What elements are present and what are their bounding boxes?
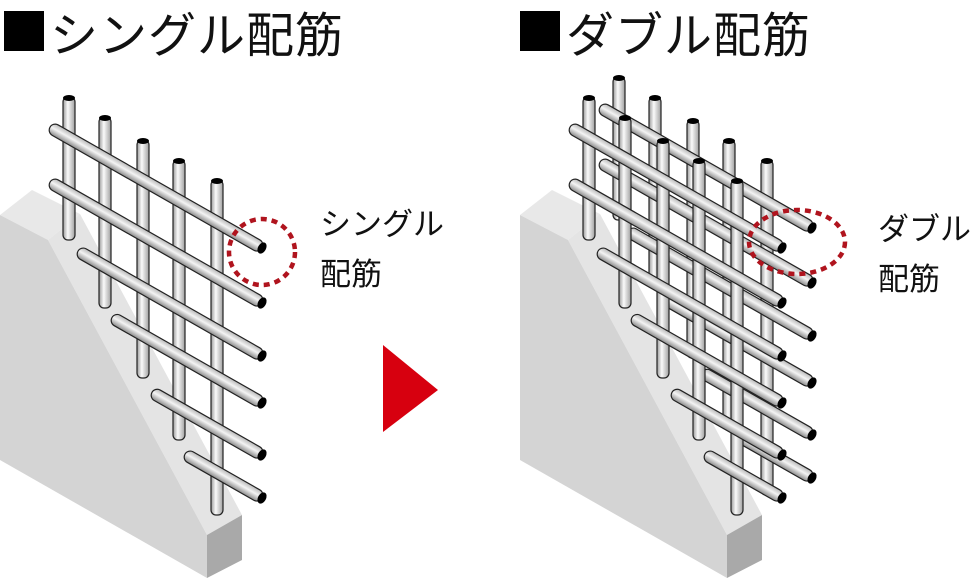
rebar-end-cap <box>137 138 149 144</box>
rebar-end-cap <box>777 350 787 362</box>
highlight-circle <box>226 216 298 288</box>
rebar-end-cap <box>761 158 773 164</box>
double-label-line1: ダブル <box>878 212 971 248</box>
vertical-rebar <box>582 96 596 241</box>
vertical-rebar <box>62 96 76 241</box>
rebar-end-cap <box>257 492 267 504</box>
rebar-end-cap <box>257 297 267 309</box>
rebar-end-cap <box>807 277 817 289</box>
wall-front-face <box>520 215 727 578</box>
rebar-end-cap <box>723 138 735 144</box>
rebar-end-cap <box>99 115 111 121</box>
double-label-line2: 配筋 <box>878 262 940 298</box>
rebar-end-cap <box>657 138 669 144</box>
rebar-end-cap <box>777 492 787 504</box>
rebar-end-cap <box>257 350 267 362</box>
rebar-end-cap <box>257 397 267 409</box>
rebar-end-cap <box>777 449 787 461</box>
rebar-end-cap <box>693 158 705 164</box>
highlight-circle <box>746 207 848 277</box>
rebar-end-cap <box>777 297 787 309</box>
single-rebar-title: シングル配筋 <box>4 0 344 66</box>
wall-front-face <box>0 215 207 578</box>
rebar-end-cap <box>257 242 267 254</box>
single-label-line2: 配筋 <box>320 257 382 293</box>
rebar-end-cap <box>257 449 267 461</box>
wall-end-face <box>727 515 762 578</box>
rebar-end-cap <box>807 222 817 234</box>
rebar-end-cap <box>807 377 817 389</box>
single-rebar-title-text: シングル配筋 <box>50 8 345 64</box>
single-label-line1: シングル <box>320 207 444 243</box>
wall-end-face <box>207 515 242 578</box>
arrow-right-icon <box>383 345 438 432</box>
double-rebar-label: ダブル 配筋 <box>878 205 971 305</box>
square-bullet-icon <box>520 11 560 51</box>
rebar-end-cap <box>807 429 817 441</box>
rebar-end-cap <box>613 75 625 81</box>
rebar-end-cap <box>777 242 787 254</box>
rebar-end-cap <box>731 178 743 184</box>
rebar-end-cap <box>211 178 223 184</box>
rebar-end-cap <box>649 95 661 101</box>
rebar-end-cap <box>63 95 75 101</box>
rebar-end-cap <box>807 330 817 342</box>
double-rebar-title-text: ダブル配筋 <box>566 8 812 64</box>
rebar-end-cap <box>807 472 817 484</box>
wall-top-face <box>520 190 600 240</box>
rebar-end-cap <box>173 158 185 164</box>
rebar-end-cap <box>687 118 699 124</box>
rebar-end-cap <box>583 95 595 101</box>
square-bullet-icon <box>4 11 44 51</box>
rebar-end-cap <box>777 397 787 409</box>
double-rebar-title: ダブル配筋 <box>520 0 811 66</box>
rebar-end-cap <box>619 115 631 121</box>
single-rebar-label: シングル 配筋 <box>320 200 444 300</box>
wall-top-face <box>0 190 80 240</box>
